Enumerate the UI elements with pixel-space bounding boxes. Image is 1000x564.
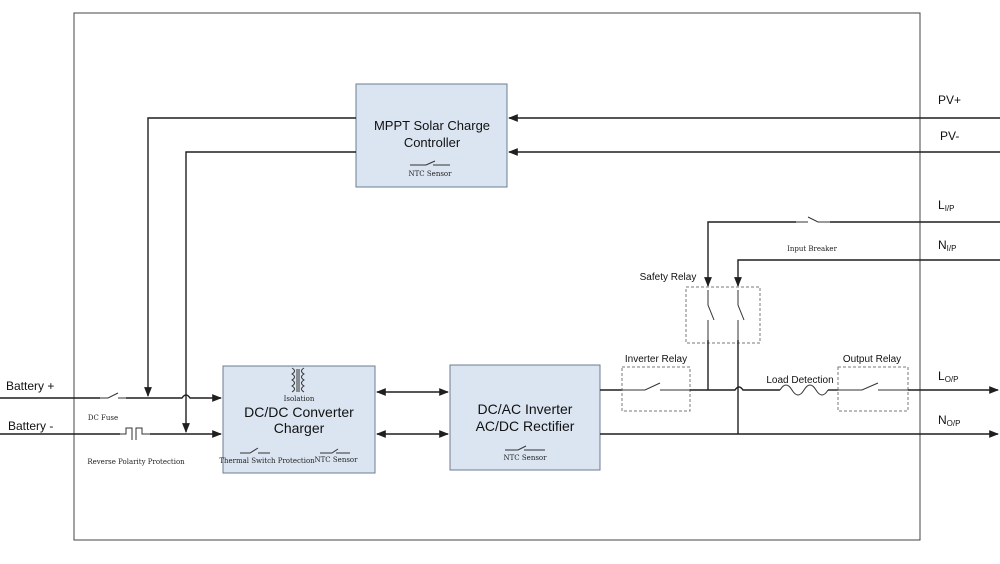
dcdc-ntc-symbol [320, 448, 350, 454]
mppt-neg-to-battery-wire [182, 151, 356, 433]
mppt-title-line1: MPPT Solar Charge [374, 118, 490, 133]
pv-plus-label: PV+ [938, 93, 961, 107]
mppt-pos-to-battery-wire [144, 117, 356, 397]
mppt-ntc-symbol [410, 160, 450, 166]
output-relay-box [837, 366, 909, 412]
mppt-block: MPPT Solar Charge Controller NTC Sensor [355, 83, 508, 188]
dcdc-title-line2: Charger [274, 420, 325, 436]
safety-relay-switch-n [737, 290, 745, 340]
thermal-switch-label: Thermal Switch Protection [219, 457, 315, 465]
safety-relay-label: Safety Relay [640, 272, 697, 283]
dc-fuse-label: DC Fuse [88, 414, 118, 422]
n-output-label: NO/P [938, 413, 960, 428]
l-input-label: LI/P [938, 198, 954, 213]
battery-plus-label: Battery + [6, 379, 54, 393]
n-input-wire [734, 259, 1000, 287]
l-output-label: LO/P [938, 369, 958, 384]
safety-relay-switch-l [707, 290, 715, 340]
load-detection-label: Load Detection [766, 375, 833, 386]
inverter-block: DC/AC Inverter AC/DC Rectifier NTC Senso… [449, 364, 601, 471]
ac-output-wire-b [690, 386, 780, 391]
dc-fuse-symbol [100, 392, 126, 399]
inverter-title-line1: DC/AC Inverter [478, 401, 573, 417]
mppt-ntc-label: NTC Sensor [409, 170, 453, 178]
mppt-title-line2: Controller [404, 135, 461, 150]
n-input-label: NI/P [938, 238, 956, 253]
enclosure-frame [73, 12, 921, 541]
isolation-transformer-icon [291, 367, 305, 393]
output-relay-switch [838, 382, 908, 391]
l-input-wire-left [704, 221, 796, 287]
dcdc-title-line1: DC/DC Converter [244, 404, 354, 420]
inverter-relay-label: Inverter Relay [625, 354, 687, 365]
battery-minus-label: Battery - [8, 419, 53, 433]
battery-plus-wire-right [126, 394, 222, 402]
safety-relay-box [685, 286, 761, 344]
inverter-ntc-symbol [505, 445, 545, 451]
dcdc-ntc-label: NTC Sensor [315, 456, 359, 464]
reverse-polarity-symbol [120, 427, 150, 440]
isolation-label: Isolation [284, 395, 315, 403]
input-breaker-label: Input Breaker [787, 245, 837, 253]
load-detection-coil-icon [779, 384, 829, 396]
inverter-relay-box [621, 366, 691, 412]
pv-minus-label: PV- [940, 129, 959, 143]
dcdc-converter-block: Isolation DC/DC Converter Charger Therma… [219, 365, 376, 474]
reverse-polarity-label: Reverse Polarity Protection [87, 458, 185, 466]
inverter-title-line2: AC/DC Rectifier [476, 418, 575, 434]
input-breaker-symbol [796, 216, 830, 223]
thermal-switch-symbol [240, 447, 270, 454]
inverter-ntc-label: NTC Sensor [504, 454, 548, 462]
output-relay-label: Output Relay [843, 354, 901, 365]
inverter-relay-switch [622, 382, 690, 391]
